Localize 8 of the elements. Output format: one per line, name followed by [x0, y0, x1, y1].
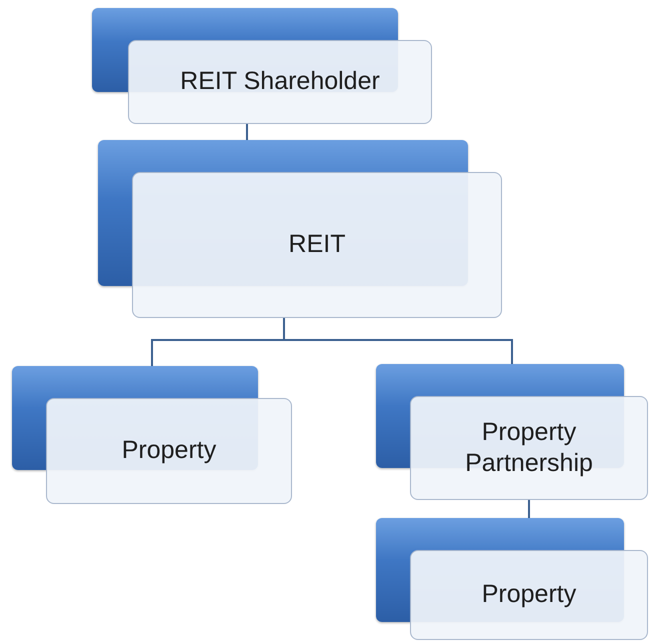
- node-label: Property Partnership: [464, 416, 594, 479]
- connector-line: [246, 124, 248, 140]
- node-label: REIT Shareholder: [180, 66, 380, 98]
- connector-line: [528, 500, 530, 518]
- connector-line: [283, 318, 513, 364]
- node-label: Property: [482, 579, 576, 610]
- node-label: Property: [122, 435, 216, 466]
- node-label: REIT: [288, 229, 346, 260]
